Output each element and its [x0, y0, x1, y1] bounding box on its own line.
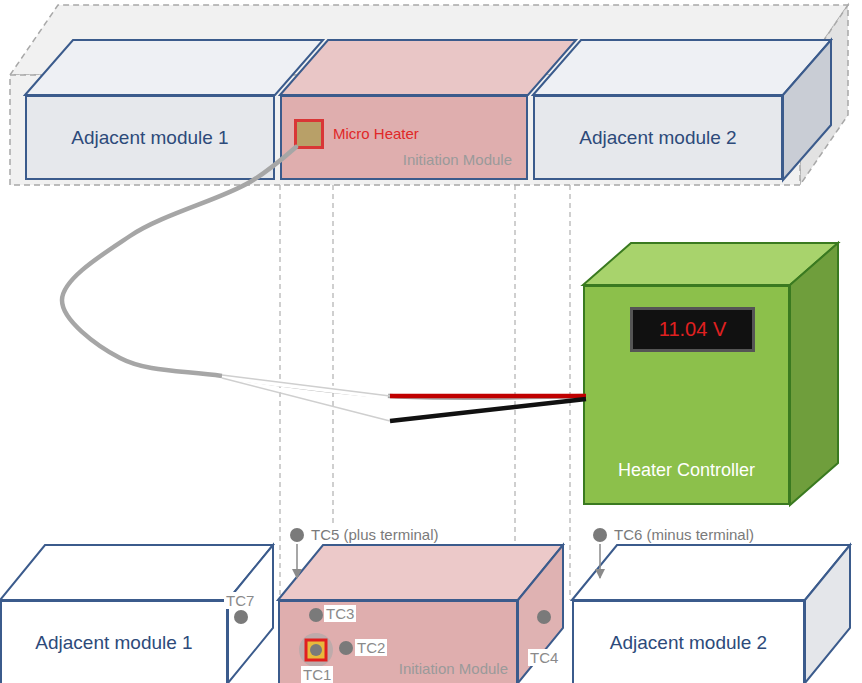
module-label: Adjacent module 2 [579, 127, 736, 149]
thermocouple-arrow [599, 544, 601, 578]
module-top-face [572, 545, 850, 600]
thermocouple-dot [309, 608, 323, 622]
label-anchor: TC6 (minus terminal) [612, 526, 756, 543]
thermocouple-dot [339, 641, 353, 655]
thermocouple-label: TC7 [224, 592, 256, 609]
module-label: Initiation Module [403, 151, 512, 168]
label-anchor: TC4 [528, 649, 560, 666]
initiation-module: Initiation Module Micro Heater [280, 95, 528, 180]
label-anchor: TC2 [355, 639, 387, 656]
module-side-face [228, 545, 273, 683]
voltage-display: 11.04 V [630, 307, 755, 352]
adjacent-module: Adjacent module 2 [533, 95, 783, 180]
module-side-face [518, 545, 563, 683]
module-top-face [25, 40, 323, 95]
module-label: Adjacent module 1 [71, 127, 228, 149]
thermocouple-arrow [296, 544, 298, 578]
module-top-face [280, 40, 576, 95]
micro-heater: Micro Heater [294, 119, 324, 149]
micro-heater-symbol [306, 640, 326, 660]
controller-side-face [790, 243, 838, 505]
heater-controller: Heater Controller 11.04 V [583, 285, 790, 505]
label-anchor: TC7 [224, 592, 256, 609]
adjacent-module: Adjacent module 2 [572, 600, 805, 683]
thermocouple-dot [290, 528, 304, 542]
heater-halo [299, 633, 333, 667]
module-label: Heater Controller [618, 460, 755, 481]
thermocouple-dot [593, 528, 607, 542]
thermocouple-dot [537, 610, 551, 624]
thermocouple-label: TC2 [355, 639, 387, 656]
thermocouple-dot [310, 644, 322, 656]
lead-wire [222, 375, 390, 396]
adjacent-module: Adjacent module 1 [0, 600, 228, 683]
module-top-face [278, 545, 563, 600]
module-label: Initiation Module [399, 660, 508, 677]
voltage-readout: 11.04 V [659, 318, 726, 341]
thermocouple-dot [234, 610, 248, 624]
minus-lead [390, 399, 586, 421]
lead-wire [222, 378, 390, 421]
module-label: Adjacent module 1 [35, 632, 192, 654]
label-anchor: TC3 [324, 605, 356, 622]
module-top-face [533, 40, 831, 95]
thermocouple-label: TC6 (minus terminal) [612, 526, 756, 543]
adjacent-module: Adjacent module 1 [25, 95, 275, 180]
thermocouple-label: TC5 (plus terminal) [309, 526, 441, 543]
label-anchor: TC1 [301, 666, 333, 683]
heater-cable [62, 147, 583, 398]
enclosure [10, 5, 848, 185]
module-label: Adjacent module 2 [610, 632, 767, 654]
plus-lead [390, 394, 586, 399]
projection-line [569, 185, 570, 600]
label-anchor: TC5 (plus terminal) [309, 526, 441, 543]
thermocouple-label: TC3 [324, 605, 356, 622]
thermocouple-label: TC1 [301, 666, 333, 683]
projection-line [514, 185, 515, 600]
module-side-face [783, 40, 831, 180]
heater-label: Micro Heater [333, 125, 419, 142]
thermocouple-label: TC4 [528, 649, 560, 666]
module-side-face [805, 545, 850, 683]
